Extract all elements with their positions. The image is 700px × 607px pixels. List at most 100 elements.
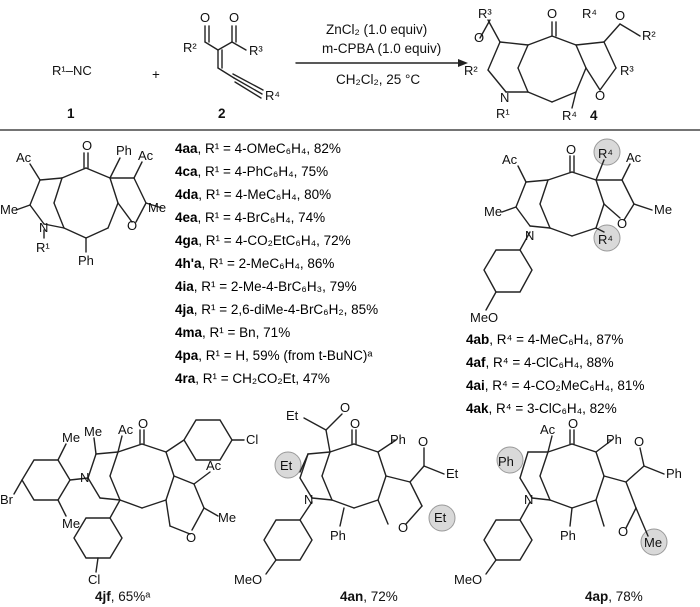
compound-detail: , R¹ = 2-Me-4-BrC₆H₃, 79% <box>194 279 357 294</box>
meo-label: MeO <box>234 572 262 587</box>
o-atom: O <box>634 434 644 449</box>
ph-label: Ph <box>116 143 132 158</box>
compound-code: 4ja <box>175 302 194 317</box>
ph-label: Ph <box>78 253 94 268</box>
r4-label: R⁴ <box>562 108 577 123</box>
label-4ap: 4ap, 78% <box>585 589 643 604</box>
table-left: 4aa, R¹ = 4-OMeC₆H₄, 82% 4ca, R¹ = 4-PhC… <box>175 141 378 386</box>
svg-text:4ca, R¹ = 4-PhC₆H₄, 75%: 4ca, R¹ = 4-PhC₆H₄, 75% <box>175 164 328 179</box>
me-label: Me <box>148 200 166 215</box>
o-atom: O <box>568 416 578 431</box>
o-atom: O <box>186 530 196 545</box>
compound-code: 4ea <box>175 210 198 225</box>
compound-detail: , R¹ = 2-MeC₆H₄, 86% <box>201 256 334 271</box>
me-label: Me <box>218 510 236 525</box>
o-atom: O <box>595 88 605 103</box>
r2-label: R² <box>183 40 197 55</box>
svg-text:4pa, R¹ = H, 59% (from t-BuNC): 4pa, R¹ = H, 59% (from t-BuNC)ᵃ <box>175 348 373 363</box>
o-atom: O <box>618 524 628 539</box>
svg-text:4ai, R⁴ = 4-CO₂MeC₆H₄, 81%: 4ai, R⁴ = 4-CO₂MeC₆H₄, 81% <box>466 378 644 393</box>
svg-text:4h'a, R¹ = 2-MeC₆H₄, 86%: 4h'a, R¹ = 2-MeC₆H₄, 86% <box>175 256 334 271</box>
table-right: 4ab, R⁴ = 4-MeC₆H₄, 87% 4af, R⁴ = 4-ClC₆… <box>466 332 644 416</box>
me-label: Me <box>644 535 662 550</box>
list-item: 4ak, R⁴ = 3-ClC₆H₄, 82% <box>466 401 617 416</box>
reagent-1-label: R¹–NC <box>52 63 92 78</box>
o-atom: O <box>547 6 557 21</box>
compound-code: 4aa <box>175 141 198 156</box>
o-atom: O <box>229 10 239 25</box>
r4-label: R⁴ <box>265 88 280 103</box>
list-item: 4ma, R¹ = Bn, 71% <box>175 325 290 340</box>
n-atom: N <box>500 90 509 105</box>
et-label: Et <box>434 510 447 525</box>
cl-label: Cl <box>246 432 258 447</box>
compound-detail: , R⁴ = 4-ClC₆H₄, 88% <box>486 355 614 370</box>
svg-text:4aa, R¹ = 4-OMeC₆H₄, 82%: 4aa, R¹ = 4-OMeC₆H₄, 82% <box>175 141 341 156</box>
me-label: Me <box>654 202 672 217</box>
reagent-1-number: 1 <box>67 106 75 121</box>
compound-detail: , R¹ = 4-CO₂EtC₆H₄, 72% <box>198 233 350 248</box>
svg-text:4ea, R¹ = 4-BrC₆H₄, 74%: 4ea, R¹ = 4-BrC₆H₄, 74% <box>175 210 325 225</box>
svg-text:4ra, R¹ = CH₂CO₂Et, 47%: 4ra, R¹ = CH₂CO₂Et, 47% <box>175 371 330 386</box>
o-atom: O <box>200 10 210 25</box>
et-label: Et <box>280 458 293 473</box>
compound-code: 4pa <box>175 348 199 363</box>
compound-detail: , R⁴ = 4-MeC₆H₄, 87% <box>489 332 623 347</box>
ac-label: Ac <box>206 458 222 473</box>
reagent-2-number: 2 <box>218 106 226 121</box>
compound-code: 4ca <box>175 164 198 179</box>
ac-label: Ac <box>16 150 32 165</box>
compound-detail: , R¹ = 4-PhC₆H₄, 75% <box>198 164 329 179</box>
plus-sign: + <box>152 67 160 82</box>
svg-text:4ak, R⁴ = 3-ClC₆H₄, 82%: 4ak, R⁴ = 3-ClC₆H₄, 82% <box>466 401 617 416</box>
o-atom: O <box>138 416 148 431</box>
list-item: 4ga, R¹ = 4-CO₂EtC₆H₄, 72% <box>175 233 351 248</box>
ph-label: Ph <box>666 466 682 481</box>
svg-text:4ga, R¹ = 4-CO₂EtC₆H₄, 72%: 4ga, R¹ = 4-CO₂EtC₆H₄, 72% <box>175 233 351 248</box>
compound-detail: , R⁴ = 4-CO₂MeC₆H₄, 81% <box>485 378 645 393</box>
r4-label: R⁴ <box>582 6 597 21</box>
ac-label: Ac <box>540 422 556 437</box>
me-label: Me <box>62 430 80 445</box>
ph-label: Ph <box>606 432 622 447</box>
r1-label: R¹ <box>36 240 50 255</box>
ph-label: Ph <box>498 454 514 469</box>
compound-code: 4ia <box>175 279 194 294</box>
structure-4jf: O Me Ac N Me Me Br Cl Ac O Me Cl <box>0 416 258 587</box>
compound-code: 4ab <box>466 332 489 347</box>
ac-label: Ac <box>138 148 154 163</box>
svg-text:4ia, R¹ = 2-Me-4-BrC₆H₃, 79%: 4ia, R¹ = 2-Me-4-BrC₆H₃, 79% <box>175 279 357 294</box>
compound-detail: , R¹ = 4-MeC₆H₄, 80% <box>198 187 331 202</box>
o-atom: O <box>617 216 627 231</box>
o-atom: O <box>418 434 428 449</box>
compound-detail: , R⁴ = 3-ClC₆H₄, 82% <box>489 401 617 416</box>
list-item: 4ab, R⁴ = 4-MeC₆H₄, 87% <box>466 332 623 347</box>
r2-label: R² <box>642 28 656 43</box>
r2-label: R² <box>464 63 478 78</box>
cl-label: Cl <box>88 572 100 587</box>
n-atom: N <box>524 492 533 507</box>
ph-label: Ph <box>330 528 346 543</box>
me-label: Me <box>84 424 102 439</box>
list-item: 4ca, R¹ = 4-PhC₆H₄, 75% <box>175 164 328 179</box>
compound-code: 4da <box>175 187 199 202</box>
meo-label: MeO <box>454 572 482 587</box>
compound-code: 4h'a <box>175 256 202 271</box>
r4-label: R⁴ <box>598 232 613 247</box>
br-label: Br <box>0 492 14 507</box>
list-item: 4af, R⁴ = 4-ClC₆H₄, 88% <box>466 355 614 370</box>
n-atom: N <box>304 492 313 507</box>
condition-3: CH₂Cl₂, 25 °C <box>336 72 420 87</box>
n-atom: N <box>80 470 89 485</box>
arrow-head <box>458 59 468 67</box>
r3-label: R³ <box>478 6 492 21</box>
list-item: 4pa, R¹ = H, 59% (from t-BuNC)ᵃ <box>175 348 373 363</box>
list-item: 4ai, R⁴ = 4-CO₂MeC₆H₄, 81% <box>466 378 644 393</box>
list-item: 4h'a, R¹ = 2-MeC₆H₄, 86% <box>175 256 334 271</box>
condition-1: ZnCl₂ (1.0 equiv) <box>326 22 427 37</box>
compound-code: 4ga <box>175 233 199 248</box>
list-item: 4aa, R¹ = 4-OMeC₆H₄, 82% <box>175 141 341 156</box>
compound-detail: , R¹ = 4-OMeC₆H₄, 82% <box>198 141 341 156</box>
